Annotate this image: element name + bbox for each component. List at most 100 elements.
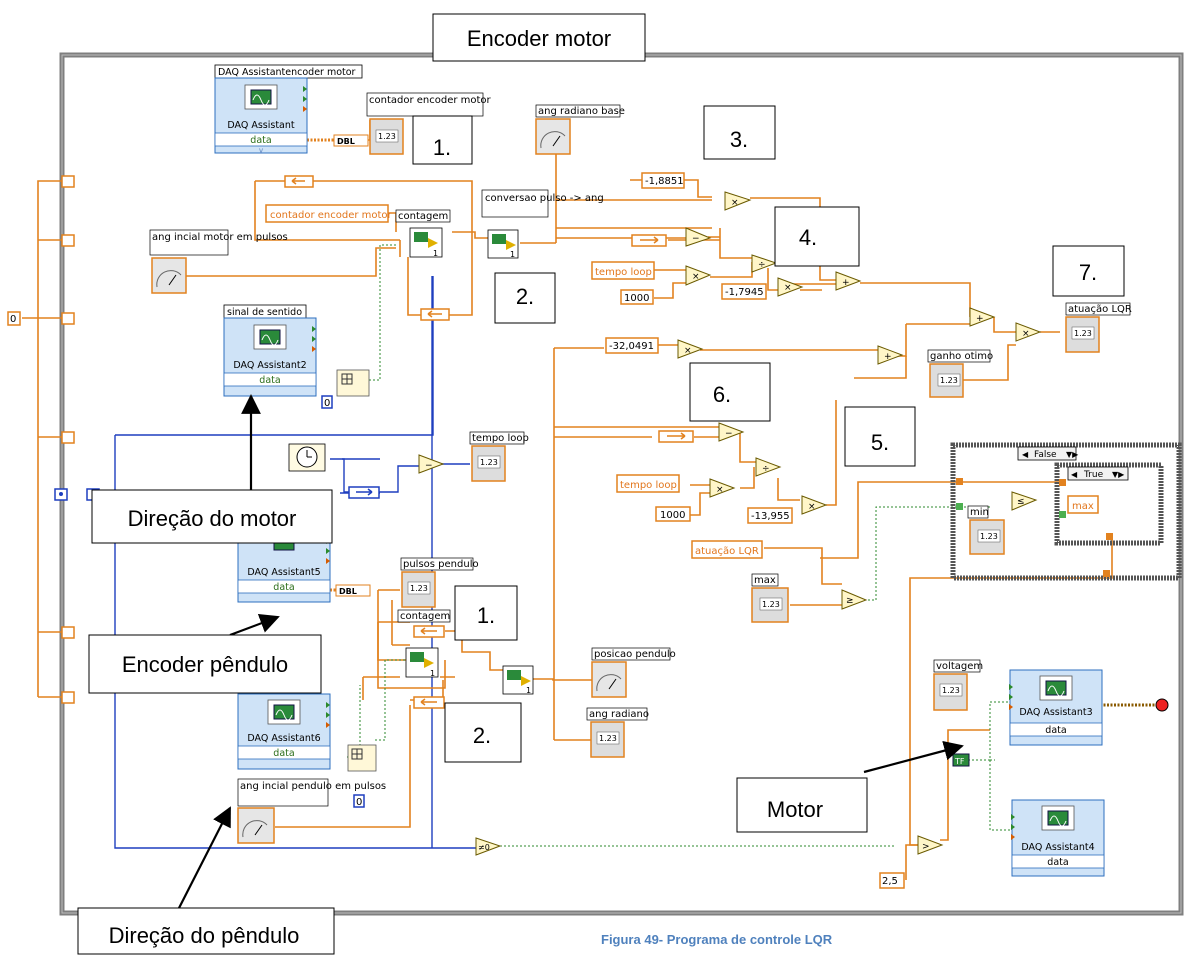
divide-node-1: ÷ [751,254,778,273]
daq-name: DAQ Assistant5 [247,567,320,578]
conversao-subvi-pendulo[interactable]: 1 [502,665,534,695]
multiply-node-1: × [724,191,752,211]
indicator-label: voltagem [936,661,983,672]
case-structure-outer[interactable]: False ◀▼▶ min 1.23 ≤ True ◀▼▶ max [950,442,1182,581]
svg-text:−: − [725,429,733,439]
annotation-box-3: 3. [703,105,776,160]
svg-text:∨: ∨ [258,146,264,155]
multiply-node-7: × [801,495,828,515]
contagem-subvi-pendulo[interactable]: contagem 1 [397,609,451,678]
min-control[interactable]: min 1.23 [967,505,1005,555]
indicator-label: contador encoder motor [369,95,492,106]
tempo-loop-local-2[interactable]: tempo loop [616,474,680,493]
dbl-tag: DBL [339,587,357,596]
subvi-label: conversao pulso -> ang [485,193,604,204]
indicator-label: ang incial pendulo em pulsos [240,781,386,792]
atuacao-lqr-local[interactable]: atuação LQR [691,540,763,559]
const-1000: 1000 [624,293,649,304]
num-tag: 1.23 [378,132,396,141]
tempo-loop-indicator[interactable]: tempo loop 1.23 [469,431,529,482]
svg-text:×: × [1022,329,1030,339]
annotation-box-5: 5. [844,406,916,467]
num-tag: 1.23 [762,600,780,609]
daq-name: DAQ Assistant [227,120,295,131]
subvi-one: 1 [433,249,438,258]
const-blue-zero-2: 0 [356,797,362,808]
figure-caption: Figura 49- Programa de controle LQR [601,932,833,947]
svg-text:÷: ÷ [758,260,766,270]
ganho-otimo-control[interactable]: ganho otimo 1.23 [927,349,993,398]
svg-text:7.: 7. [1079,260,1097,285]
ang-radiano-indicator[interactable]: ang radiano 1.23 [586,707,649,758]
svg-text:1.: 1. [433,135,451,160]
multiply-node-3: × [777,277,804,297]
subtract-node-2: − [718,422,745,442]
svg-text:−: − [425,461,433,471]
daq-name: DAQ Assistant2 [233,360,306,371]
const-blue-zero: 0 [324,398,330,409]
svg-text:×: × [784,283,792,293]
subvi-one: 1 [430,669,435,678]
daq-label: DAQ Assistantencoder motor [218,67,356,78]
indicator-label: tempo loop [472,433,529,444]
daq-assistant2-block[interactable]: sinal de sentido DAQ Assistant2 data [223,304,317,397]
const-1000-b: 1000 [660,510,685,521]
ang-inicial-motor-indicator[interactable]: ang incial motor em pulsos [149,229,288,294]
callout-direcao-motor: Direção do motor [91,489,333,544]
const-2-5: 2,5 [882,876,898,887]
pulsos-pendulo-indicator[interactable]: pulsos pendulo 1.23 [400,557,479,608]
daq-name: DAQ Assistant6 [247,733,320,744]
svg-text:▼▶: ▼▶ [1066,450,1079,459]
contador-encoder-motor-indicator[interactable]: contador encoder motor 1.23 [366,92,492,155]
svg-text:2.: 2. [473,723,491,748]
daq-assistant3-block[interactable]: DAQ Assistant3 data [1009,669,1103,746]
indicator-label: atuação LQR [1068,304,1132,315]
svg-text:+: + [884,352,892,362]
max-control[interactable]: max 1.23 [751,573,789,623]
contador-encoder-motor-local[interactable]: contador encoder motor [265,204,393,223]
daq-assistant4-block[interactable]: DAQ Assistant4 data [1011,799,1105,877]
daq-out: data [273,748,294,759]
svg-text:+: + [842,278,850,288]
tick-count-icon [288,443,326,472]
svg-text:×: × [731,198,739,208]
daq-assistant6-block[interactable]: DAQ Assistant6 data [237,693,331,770]
local-var-label: contador encoder motor [270,210,393,221]
divide-node-2: ÷ [755,457,782,477]
num-tag: 1.23 [1074,329,1092,338]
control-label: ganho otimo [930,351,993,362]
atuacao-lqr-indicator[interactable]: atuação LQR 1.23 [1065,302,1132,353]
compare-node-1: ≥ [841,589,868,610]
local-var-label: max [1072,501,1094,512]
num-tag: 1.23 [599,734,617,743]
voltagem-indicator[interactable]: voltagem 1.23 [933,659,983,711]
subvi-label: contagem [398,211,448,222]
svg-text:Motor: Motor [767,797,823,822]
indicator-label: pulsos pendulo [403,559,479,570]
conversao-subvi[interactable]: conversao pulso -> ang 1 [481,189,604,259]
svg-text:1.: 1. [477,603,495,628]
dbl-tag: DBL [337,137,355,146]
const-c2: -1,7945 [725,287,764,298]
svg-text:÷: ÷ [762,464,770,474]
boolean-tf-constant: TF [952,753,970,767]
num-tag: 1.23 [480,458,498,467]
subvi-one: 1 [526,686,531,695]
contagem-subvi-motor[interactable]: contagem 1 [395,209,451,258]
tempo-loop-local-1[interactable]: tempo loop [591,261,655,280]
max-local[interactable]: max [1067,495,1099,514]
callout-motor: Motor [736,777,868,833]
svg-text:×: × [692,272,700,282]
local-var-label: tempo loop [595,267,652,278]
num-tag: 1.23 [942,686,960,695]
annotation-box-1a: 1. [412,115,473,165]
daq-assistant-block[interactable]: DAQ Assistantencoder motor DAQ Assistant… [214,64,363,155]
const-c3: -32,0491 [609,341,654,352]
multiply-node-4: × [1015,322,1042,342]
svg-text:◀: ◀ [1022,450,1029,459]
posicao-pendulo-indicator[interactable]: posicao pendulo [591,647,676,698]
ang-radiano-base-indicator[interactable]: ang radiano base [535,104,625,155]
ang-inicial-pendulo-indicator[interactable]: ang incial pendulo em pulsos [237,778,386,844]
svg-text:5.: 5. [871,430,889,455]
